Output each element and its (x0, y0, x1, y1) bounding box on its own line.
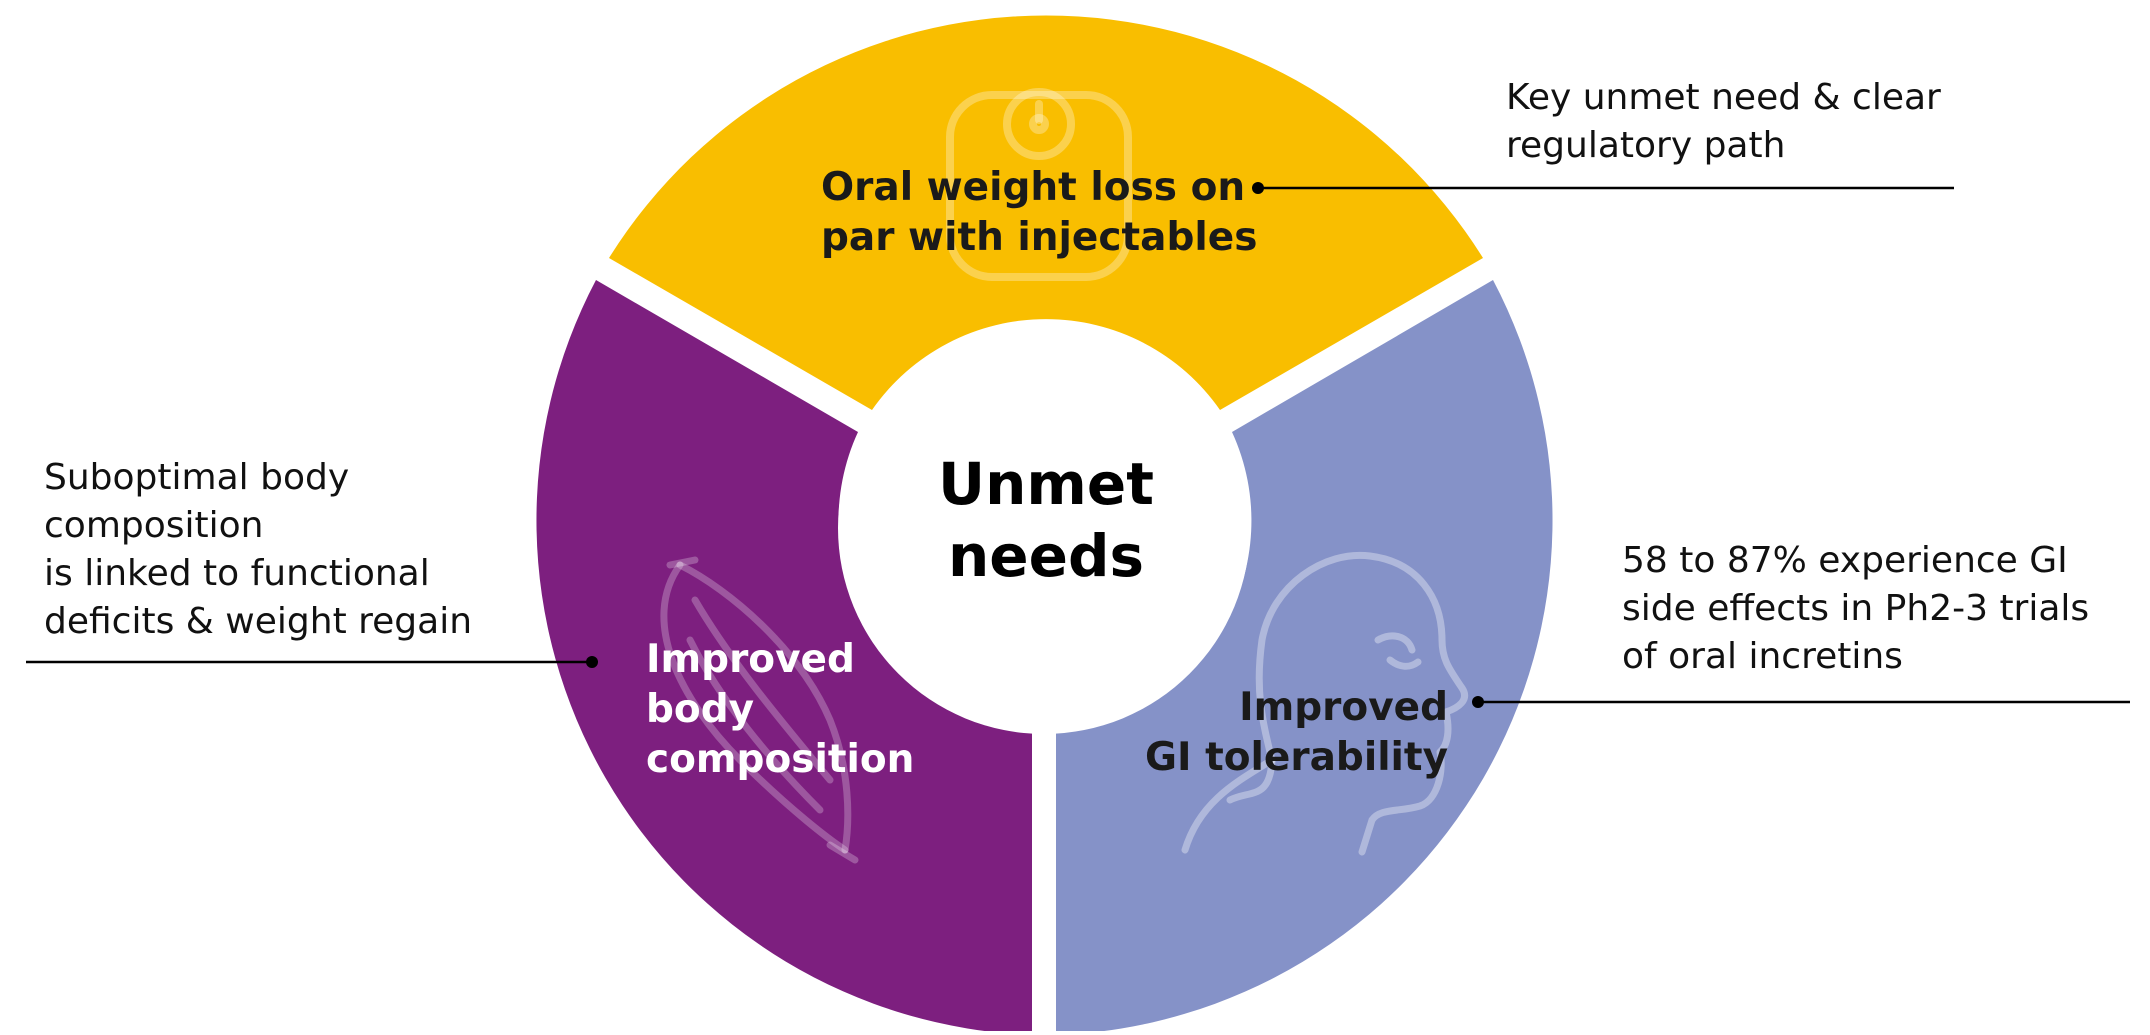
text-line: side effects in Ph2-3 trials (1622, 588, 2089, 629)
text-line: Oral weight loss on (821, 165, 1245, 210)
text-line: regulatory path (1506, 125, 1785, 166)
text-line: Suboptimal body (44, 457, 349, 498)
text-line: needs (948, 522, 1144, 590)
text-line: 58 to 87% experience GI (1622, 540, 2068, 581)
text-line: Key unmet need & clear (1506, 77, 1941, 118)
text-line: is linked to functional (44, 553, 430, 594)
segment-label-weight-loss: Oral weight loss on par with injectables (821, 165, 1257, 260)
leader-line-body-composition (26, 656, 598, 668)
segment-weight-loss (609, 15, 1483, 411)
weighing-scale-icon (946, 88, 1132, 281)
segment-label-gi-tolerability: Improved GI tolerability (1145, 685, 1448, 780)
leader-line-weight-loss (1252, 182, 1954, 194)
donut-center (838, 322, 1250, 734)
head-profile-icon (1181, 551, 1469, 856)
text-line: body (646, 687, 754, 732)
muscle-icon (660, 556, 859, 864)
segment-body-composition (536, 280, 1032, 1035)
callout-weight-loss: Key unmet need & clear regulatory path (1506, 77, 1941, 166)
text-line: GI tolerability (1145, 735, 1448, 780)
callout-body-composition: Suboptimal body composition is linked to f… (44, 457, 472, 642)
text-line: par with injectables (821, 215, 1257, 260)
callout-gi-tolerability: 58 to 87% experience GI side effects in P… (1622, 540, 2089, 677)
text-line: composition (44, 505, 263, 546)
text-line: of oral incretins (1622, 636, 1903, 677)
segment-label-body-composition: Improved body composition (646, 637, 914, 782)
text-line: composition (646, 737, 914, 782)
text-line: Improved (1239, 685, 1448, 730)
text-line: deficits & weight regain (44, 601, 472, 642)
text-line: Unmet (938, 450, 1154, 518)
leader-line-gi-tolerability (1472, 696, 2130, 708)
text-line: Improved (646, 637, 855, 682)
segment-gi-tolerability (1056, 280, 1553, 1035)
